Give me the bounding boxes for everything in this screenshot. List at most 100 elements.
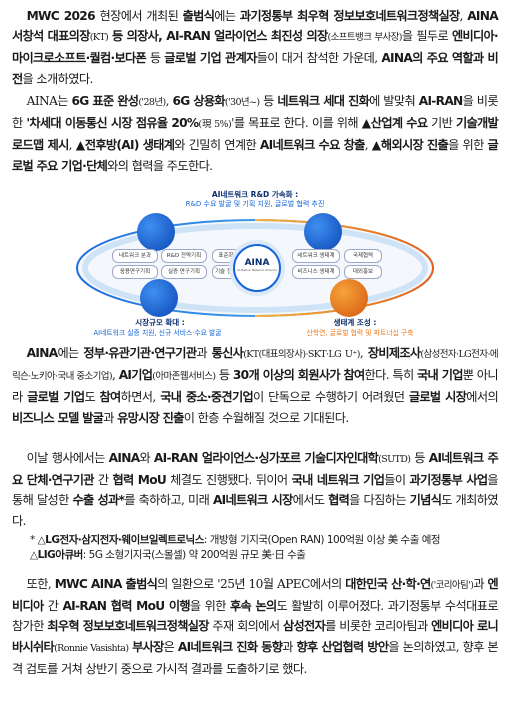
- bold-text: AI네트워크 수요 창출: [259, 138, 365, 153]
- text-run: 간: [43, 599, 63, 614]
- text-run: 을 위한: [189, 599, 231, 614]
- bold-text: ▲산업계 수요: [361, 116, 428, 131]
- text-run: ,: [68, 138, 76, 153]
- text-run: (Ronnie Vasishta): [54, 642, 129, 654]
- bold-text: AI네트워크 주요 단체·연구기관: [12, 451, 499, 488]
- bold-text: 엔비디아 로니 바시쉬타: [12, 619, 499, 654]
- text-run: 에서도: [292, 493, 329, 508]
- bold-text: 부사장: [132, 639, 164, 654]
- text-run: 도: [84, 390, 100, 405]
- text-run: 을 통해 달성한: [12, 473, 499, 508]
- bold-text: 기술개발 로드맵 제시: [12, 116, 499, 153]
- bold-text: MWC AINA 출범식: [54, 577, 158, 591]
- text-run: 등: [146, 51, 165, 66]
- right-box: 네트워크 생태계: [292, 249, 340, 263]
- paragraph-nvidia-followup: 또한, MWC AINA 출범식의 일환으로 '25년 10월 APEC에서의 …: [12, 574, 499, 679]
- text-run: : 개방형 기지국(Open RAN) 100억원 이상 美 수출 예정: [203, 534, 441, 546]
- bold-text: 후속 논의: [230, 599, 277, 614]
- bold-text: AINA: [108, 451, 141, 465]
- text-run: (現 5%): [198, 119, 232, 131]
- bold-text: 엔비디아·마이크로소프트·퀄컴·보다폰: [12, 29, 499, 66]
- bold-text: LIG아큐버: [37, 549, 84, 561]
- bold-text: 기념식: [409, 493, 442, 508]
- text-run: * △: [30, 534, 46, 546]
- bold-text: 삼성전자: [283, 619, 326, 634]
- bold-text: 6G 상용화: [172, 94, 225, 108]
- text-run: 간: [93, 473, 113, 488]
- bold-text: 글로벌 주요 기업·단체: [12, 138, 499, 173]
- text-run: 이 단독으로 수행하기 어려웠던: [252, 390, 409, 405]
- text-run: 을 위한: [448, 138, 488, 153]
- bold-text: '차세대 이동통신 시장 점유율 20%: [26, 116, 199, 131]
- text-run: 등: [259, 94, 278, 108]
- bold-text: 출범식: [182, 9, 215, 23]
- text-run: 등: [215, 368, 233, 383]
- right-box: 국제협력: [344, 249, 382, 263]
- text-run: 또한,: [26, 577, 55, 591]
- bold-text: 국내 네트워크 기업: [291, 473, 385, 488]
- text-run: 들이 대거 참석한 가운데,: [256, 51, 382, 66]
- text-run: (KT): [89, 32, 109, 44]
- text-run: 와의 협력을 주도한다.: [107, 158, 213, 173]
- bold-text: 최우혁 정보보호네트워크정책실장: [47, 619, 209, 634]
- text-run: 도 개최하였다.: [12, 493, 499, 528]
- text-run: 을 소개하였다.: [22, 71, 94, 86]
- text-run: 을 비롯한: [12, 94, 499, 131]
- text-run: 와 긴밀히 연계한: [174, 138, 260, 153]
- bold-text: 국내 중소·중견기업: [160, 390, 253, 405]
- paragraph-launch-ceremony: MWC 2026 현장에서 개최된 출범식에는 과기정통부 최우혁 정보보호네트…: [12, 6, 499, 89]
- text-run: 에는: [57, 346, 84, 360]
- bold-text: ▲전후방(AI) 생태계: [75, 138, 175, 153]
- bold-text: 참여: [99, 390, 122, 405]
- bold-text: 대한민국 산·학·연: [345, 577, 431, 591]
- left-box: 실증 연구기획: [161, 265, 207, 279]
- text-run: 와: [139, 451, 154, 465]
- bold-text: AI기업: [118, 368, 153, 383]
- aina-logo-subtext: AI-Native Network Alliance: [237, 268, 277, 272]
- text-run: (아마존웹서비스): [152, 371, 216, 383]
- text-run: 과: [103, 410, 118, 425]
- text-run: (삼성전자·LG전자·에릭슨·노키아·국내 중소기업): [12, 349, 499, 383]
- text-run: 이 한층 수월해질 것으로 기대된다.: [183, 410, 350, 425]
- text-run: 을 다짐하는: [349, 493, 410, 508]
- text-run: 등: [410, 451, 429, 465]
- globe-icon: [304, 213, 342, 251]
- text-run: 현장에서 개최된: [99, 9, 183, 23]
- text-run: ('30년~): [224, 97, 260, 108]
- text-run: (소프트뱅크 부사장): [327, 32, 403, 44]
- text-run: 체결도 진행됐다. 뒤이어: [166, 473, 292, 488]
- left-box: R&D 전략기획: [161, 249, 207, 263]
- right-box: 대외홍보: [344, 265, 382, 279]
- bold-text: 과기정통부 최우혁 정보보호네트워크정책실장: [239, 9, 460, 23]
- paragraph-mou-event: 이날 행사에서는 AINA와 AI-RAN 얼라이언스·싱가포르 기술디자인대학…: [12, 448, 499, 531]
- text-run: 을 필두로: [401, 29, 452, 44]
- aina-center-logo: AINA AI-Native Network Alliance: [233, 244, 281, 292]
- bold-text: 협력 MoU: [112, 473, 167, 488]
- bold-text: 장비제조사: [367, 346, 421, 360]
- text-run: 를 축하하고, 미래: [124, 493, 213, 508]
- text-run: 과: [196, 346, 212, 360]
- bold-text: AINA의 주요 역할과 비전: [12, 51, 499, 86]
- text-run: 의 일환으로 '25년 10월 APEC에서의: [157, 577, 346, 591]
- growth-chart-icon: [140, 279, 178, 317]
- bold-text: ▲해외시장 진출: [371, 138, 449, 153]
- bold-text: AINA: [26, 346, 59, 360]
- bold-text: 유망시장 진출: [117, 410, 184, 425]
- text-run: 과: [473, 577, 488, 591]
- left-box: 네트워크 분과: [112, 249, 158, 263]
- text-run: 들이: [384, 473, 410, 488]
- bold-text: 협력: [328, 493, 350, 508]
- bold-text: 과기정통부 사업: [409, 473, 489, 488]
- bold-text: 향후 산업협력 방안: [296, 639, 390, 654]
- bold-text: 수출 성과*: [72, 493, 125, 508]
- text-run: 뿐 아니라: [12, 368, 499, 405]
- left-box: 응용연구기획: [112, 265, 158, 279]
- footnote-export-2: △LIG아큐버: 5G 소형기지국(스몰셀) 약 200억원 규모 美·日 수출: [30, 548, 500, 563]
- text-run: : 5G 소형기지국(스몰셀) 약 200억원 규모 美·日 수출: [82, 549, 306, 561]
- text-run: ('코리아팀'): [430, 580, 474, 591]
- text-run: 하면서,: [120, 390, 161, 405]
- text-run: 한다. 특히: [364, 368, 418, 383]
- right-box: 비즈니스 생태계: [292, 265, 340, 279]
- text-run: 도 활발히 이루어졌다. 과기정통부 수석대표로 참가한: [12, 599, 499, 634]
- text-run: 이날 행사에서는: [26, 451, 109, 465]
